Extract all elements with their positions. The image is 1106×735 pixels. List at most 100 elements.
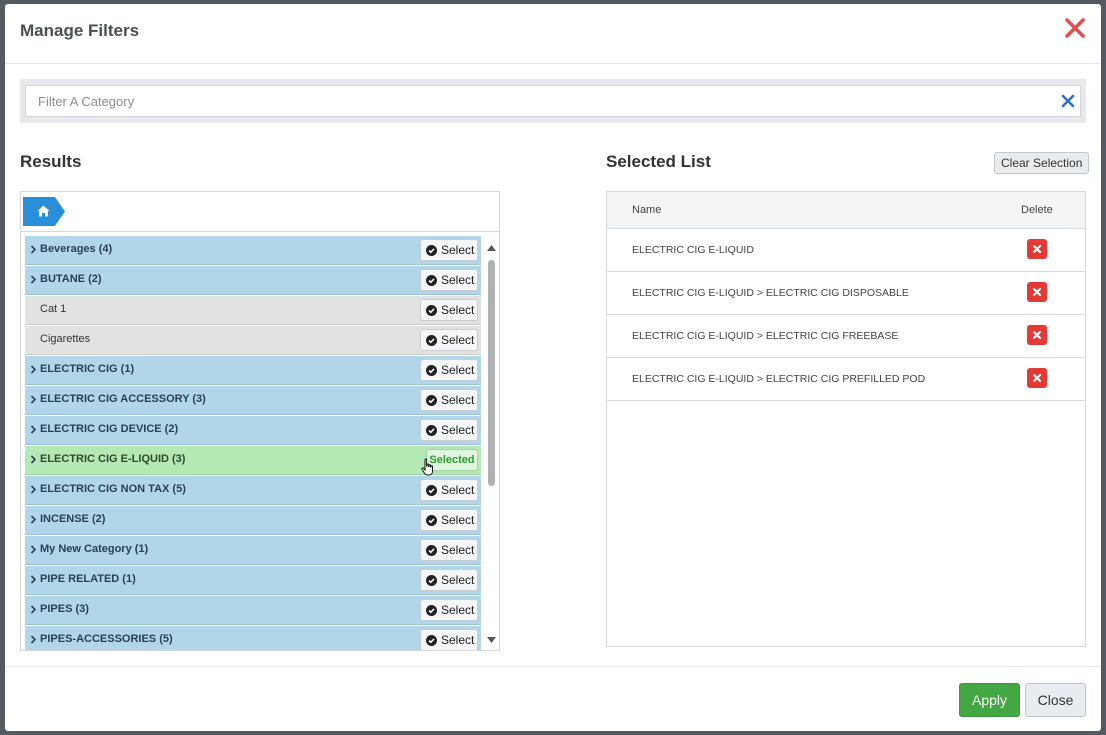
select-button-label: Select bbox=[441, 633, 475, 647]
delete-x-icon bbox=[1032, 330, 1042, 340]
selected-item-name: ELECTRIC CIG E-LIQUID > ELECTRIC CIG PRE… bbox=[632, 373, 926, 385]
clear-selection-button[interactable]: Clear Selection bbox=[994, 152, 1090, 174]
results-row-label: ELECTRIC CIG NON TAX (5) bbox=[40, 483, 186, 495]
chevron-right-icon[interactable] bbox=[30, 365, 37, 374]
select-button[interactable]: Select bbox=[420, 389, 478, 411]
results-row-label: ELECTRIC CIG ACCESSORY (3) bbox=[40, 393, 206, 405]
results-row[interactable]: PIPES-ACCESSORIES (5)Select bbox=[25, 626, 481, 650]
table-header: Name Delete bbox=[607, 192, 1085, 229]
delete-button[interactable] bbox=[1027, 282, 1047, 302]
check-circle-icon bbox=[426, 364, 437, 376]
chevron-right-icon[interactable] bbox=[30, 485, 37, 494]
filter-category-input[interactable] bbox=[25, 85, 1081, 117]
results-row-label: Beverages (4) bbox=[40, 243, 113, 255]
select-button-label: Select bbox=[441, 333, 475, 347]
check-circle-icon bbox=[426, 334, 437, 346]
delete-x-icon bbox=[1032, 373, 1042, 383]
results-row[interactable]: BUTANE (2)Select bbox=[25, 266, 481, 295]
chevron-right-icon[interactable] bbox=[30, 425, 37, 434]
selected-badge: Selected bbox=[426, 449, 478, 471]
select-button-label: Select bbox=[441, 363, 475, 377]
chevron-right-icon[interactable] bbox=[30, 395, 37, 404]
chevron-right-icon[interactable] bbox=[30, 245, 37, 254]
delete-button[interactable] bbox=[1027, 239, 1047, 259]
select-button-label: Select bbox=[441, 273, 475, 287]
results-row[interactable]: ELECTRIC CIG NON TAX (5) Select bbox=[25, 476, 481, 505]
select-button-label: Select bbox=[441, 603, 475, 617]
results-row-label: INCENSE (2) bbox=[40, 513, 106, 525]
apply-button[interactable]: Apply bbox=[959, 683, 1020, 717]
table-row: ELECTRIC CIG E-LIQUID > ELECTRIC CIG PRE… bbox=[607, 358, 1085, 401]
select-button-label: Select bbox=[441, 573, 475, 587]
check-circle-icon bbox=[426, 274, 437, 286]
scroll-up-icon[interactable] bbox=[487, 245, 496, 251]
delete-button[interactable] bbox=[1027, 325, 1047, 345]
results-row[interactable]: ELECTRIC CIG E-LIQUID (3) Selected bbox=[25, 446, 481, 476]
scroll-thumb[interactable] bbox=[488, 260, 495, 486]
select-button[interactable]: Select bbox=[420, 359, 478, 381]
chevron-right-icon[interactable] bbox=[30, 605, 37, 614]
results-row[interactable]: Beverages (4) Select bbox=[25, 236, 481, 265]
select-button[interactable]: Select bbox=[420, 479, 478, 501]
results-row-label: ELECTRIC CIG E-LIQUID (3) bbox=[40, 453, 186, 465]
results-row-label: PIPES (3) bbox=[40, 603, 89, 615]
results-row[interactable]: PIPES (3) Select bbox=[25, 596, 481, 625]
breadcrumb bbox=[21, 192, 499, 232]
close-button[interactable]: Close bbox=[1025, 683, 1086, 717]
results-row[interactable]: ELECTRIC CIG (1) Select bbox=[25, 356, 481, 385]
select-button[interactable]: Select bbox=[420, 599, 478, 621]
home-icon bbox=[37, 205, 50, 217]
home-breadcrumb[interactable] bbox=[23, 197, 65, 226]
results-row-label: PIPE RELATED (1) bbox=[40, 573, 136, 585]
table-row: ELECTRIC CIG E-LIQUID bbox=[607, 229, 1085, 272]
select-button-label: Select bbox=[441, 243, 475, 257]
select-button[interactable]: Select bbox=[420, 329, 478, 351]
results-row[interactable]: ELECTRIC CIG ACCESSORY (3) Select bbox=[25, 386, 481, 415]
chevron-right-icon[interactable] bbox=[30, 515, 37, 524]
selected-list-heading: Selected List bbox=[606, 152, 711, 171]
chevron-right-icon[interactable] bbox=[30, 545, 37, 554]
delete-x-icon bbox=[1032, 244, 1042, 254]
column-name-header: Name bbox=[632, 204, 662, 216]
selected-item-name: ELECTRIC CIG E-LIQUID bbox=[632, 244, 754, 256]
chevron-right-icon[interactable] bbox=[30, 455, 37, 464]
results-row-label: My New Category (1) bbox=[40, 543, 149, 555]
check-circle-icon bbox=[426, 304, 437, 316]
table-row: ELECTRIC CIG E-LIQUID > ELECTRIC CIG DIS… bbox=[607, 272, 1085, 315]
results-row[interactable]: INCENSE (2) Select bbox=[25, 506, 481, 535]
select-button-label: Select bbox=[441, 393, 475, 407]
results-row[interactable]: My New Category (1) Select bbox=[25, 536, 481, 565]
clear-filter-icon[interactable] bbox=[1061, 94, 1075, 108]
select-button-label: Select bbox=[441, 303, 475, 317]
results-scrollbar[interactable] bbox=[485, 242, 497, 646]
results-row-label: ELECTRIC CIG (1) bbox=[40, 363, 135, 375]
chevron-right-icon[interactable] bbox=[30, 635, 37, 644]
select-button[interactable]: Select bbox=[420, 269, 478, 291]
delete-button[interactable] bbox=[1027, 368, 1047, 388]
modal-title: Manage Filters bbox=[20, 21, 140, 40]
select-button[interactable]: Select bbox=[420, 239, 478, 261]
select-button-label: Select bbox=[441, 483, 475, 497]
chevron-right-icon[interactable] bbox=[30, 275, 37, 284]
select-button[interactable]: Select bbox=[420, 509, 478, 531]
results-row[interactable]: PIPE RELATED (1) Select bbox=[25, 566, 481, 595]
hand-pointer-icon bbox=[421, 458, 433, 476]
scroll-down-icon[interactable] bbox=[487, 637, 496, 643]
select-button[interactable]: Select bbox=[420, 569, 478, 591]
modal-footer: Apply Close bbox=[5, 666, 1101, 731]
check-circle-icon bbox=[426, 604, 437, 616]
results-row[interactable]: ELECTRIC CIG DEVICE (2)Select bbox=[25, 416, 481, 445]
selected-list-table: Name Delete ELECTRIC CIG E-LIQUID ELECTRI… bbox=[606, 191, 1086, 647]
chevron-right-icon[interactable] bbox=[30, 575, 37, 584]
select-button[interactable]: Select bbox=[420, 539, 478, 561]
close-icon[interactable] bbox=[1063, 16, 1087, 40]
select-button[interactable]: Select bbox=[420, 419, 478, 441]
select-button[interactable]: Select bbox=[420, 299, 478, 321]
check-circle-icon bbox=[426, 244, 437, 256]
select-button-label: Select bbox=[441, 423, 475, 437]
select-button[interactable]: Select bbox=[420, 629, 478, 650]
